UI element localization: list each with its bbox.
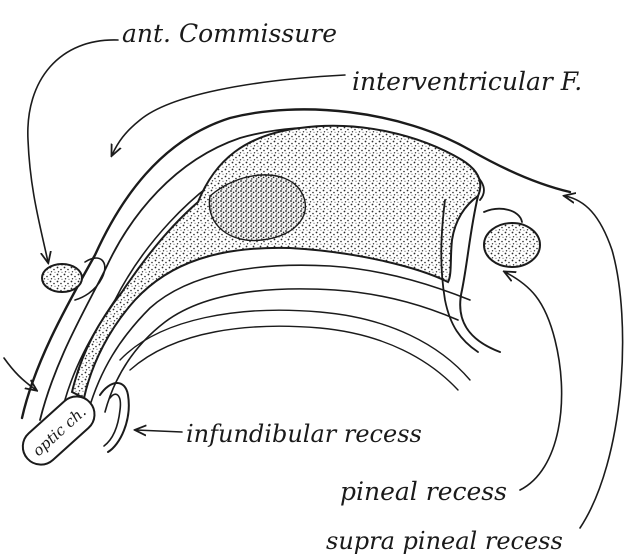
thalamic-mass [72, 126, 480, 398]
infundibular-inner [104, 394, 120, 446]
lower-dome-line-2 [130, 326, 458, 390]
supra-pineal-leader [565, 196, 623, 528]
pineal-recess-label: pineal recess [340, 477, 507, 506]
pineal-body [484, 223, 540, 267]
ant-commissure-label: ant. Commissure [122, 19, 337, 48]
anterior-commissure-body [42, 264, 82, 292]
leader-lines [4, 40, 623, 528]
labels: ant. Commissure interventricular F. infu… [122, 19, 582, 555]
interventricular-label: interventricular F. [352, 67, 582, 96]
pineal-stalk [484, 209, 522, 222]
ant-commissure-leader [28, 40, 118, 262]
lower-dome-line [120, 310, 470, 380]
supra-pineal-recess-label: supra pineal recess [326, 527, 563, 555]
infundibular-leader [136, 430, 182, 432]
pineal-recess-leader [505, 272, 562, 490]
infundibular-recess-label: infundibular recess [186, 420, 422, 448]
posterior-wall-outer [460, 196, 500, 352]
infundibular-recess-shape [100, 383, 129, 452]
thalamus-structure: optic ch. [15, 109, 570, 472]
optic-chiasma: optic ch. [15, 389, 102, 472]
